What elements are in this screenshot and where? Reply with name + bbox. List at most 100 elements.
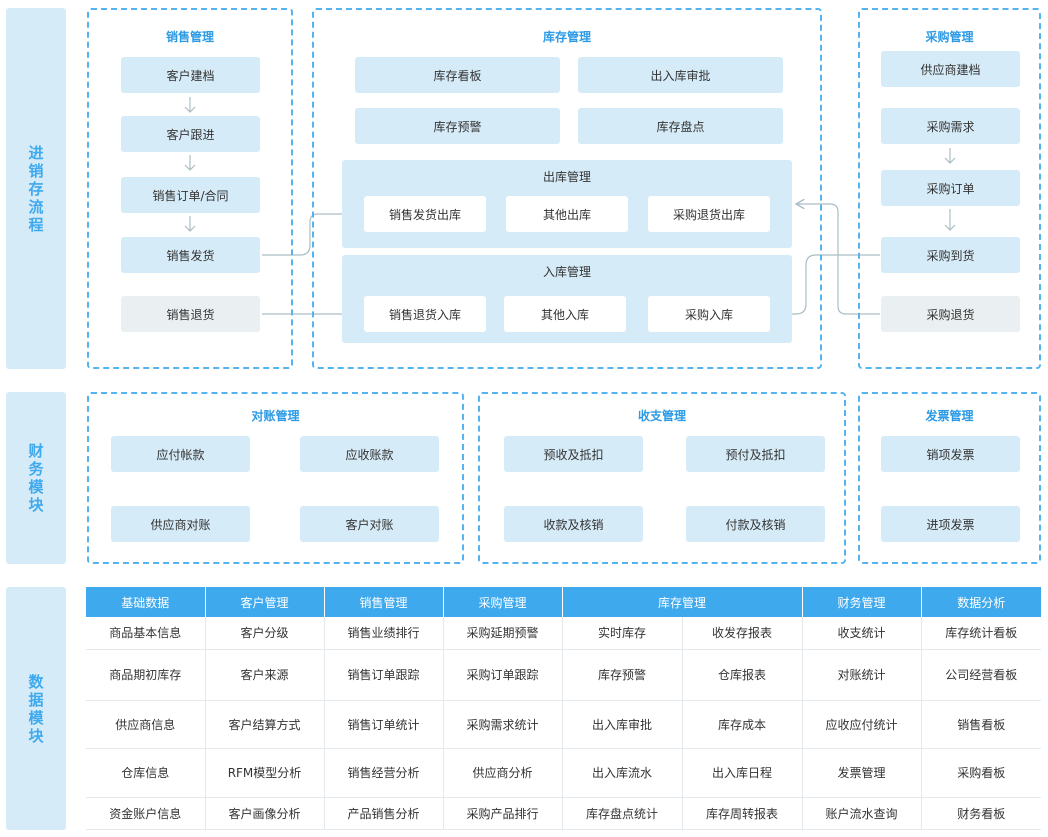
reconcile-receivable[interactable]: 应收账款 bbox=[300, 436, 439, 472]
table-cell[interactable]: 应收应付统计 bbox=[802, 700, 922, 749]
outbound-sales-ship[interactable]: 销售发货出库 bbox=[364, 196, 486, 232]
header-inventory-mgmt: 库存管理 bbox=[562, 587, 803, 617]
header-purchase-mgmt: 采购管理 bbox=[443, 587, 563, 617]
payments-receipt-writeoff[interactable]: 收款及核销 bbox=[504, 506, 643, 542]
purchase-step-order[interactable]: 采购订单 bbox=[881, 170, 1020, 206]
table-cell[interactable]: 实时库存 bbox=[562, 617, 683, 650]
outbound-other[interactable]: 其他出库 bbox=[506, 196, 628, 232]
panel-title-inbound: 入库管理 bbox=[542, 265, 591, 279]
group-inventory: 库存管理 bbox=[312, 8, 822, 369]
table-cell[interactable]: 收发存报表 bbox=[682, 617, 803, 650]
table-cell[interactable]: 销售看板 bbox=[921, 700, 1042, 749]
table-cell[interactable]: 销售经营分析 bbox=[324, 748, 444, 798]
arrow-down-icon bbox=[184, 155, 196, 171]
reconcile-supplier[interactable]: 供应商对账 bbox=[111, 506, 250, 542]
inventory-stocktake[interactable]: 库存盘点 bbox=[578, 108, 783, 144]
table-cell[interactable]: 出入库流水 bbox=[562, 748, 683, 798]
outbound-purchase-return[interactable]: 采购退货出库 bbox=[648, 196, 770, 232]
table-cell[interactable]: 客户来源 bbox=[205, 649, 325, 701]
sales-step-customer-profile[interactable]: 客户建档 bbox=[121, 57, 260, 93]
inbound-sales-return[interactable]: 销售退货入库 bbox=[364, 296, 486, 332]
invoice-output[interactable]: 销项发票 bbox=[881, 436, 1020, 472]
group-invoice: 发票管理 bbox=[858, 392, 1041, 564]
table-cell[interactable]: 商品期初库存 bbox=[86, 649, 206, 701]
group-title-reconcile: 对账管理 bbox=[251, 409, 300, 423]
group-title-sales: 销售管理 bbox=[165, 30, 214, 44]
panel-title-outbound: 出库管理 bbox=[542, 170, 591, 184]
table-cell[interactable]: 发票管理 bbox=[802, 748, 922, 798]
table-cell[interactable]: 销售订单统计 bbox=[324, 700, 444, 749]
reconcile-customer[interactable]: 客户对账 bbox=[300, 506, 439, 542]
table-cell[interactable]: 采购产品排行 bbox=[443, 797, 563, 830]
table-row: 供应商信息客户结算方式销售订单统计采购需求统计出入库审批库存成本应收应付统计销售… bbox=[86, 700, 1042, 749]
group-title-purchase: 采购管理 bbox=[925, 30, 974, 44]
table-cell[interactable]: 财务看板 bbox=[921, 797, 1042, 830]
table-cell[interactable]: 资金账户信息 bbox=[86, 797, 206, 830]
group-title-payments: 收支管理 bbox=[637, 409, 686, 423]
group-reconcile: 对账管理 bbox=[87, 392, 464, 564]
table-cell[interactable]: 库存预警 bbox=[562, 649, 683, 701]
group-payments: 收支管理 bbox=[478, 392, 846, 564]
table-cell[interactable]: 出入库日程 bbox=[682, 748, 803, 798]
table-cell[interactable]: 仓库信息 bbox=[86, 748, 206, 798]
table-row: 资金账户信息客户画像分析产品销售分析采购产品排行库存盘点统计库存周转报表账户流水… bbox=[86, 797, 1042, 830]
connector-purchase-return bbox=[796, 204, 880, 315]
table-cell[interactable]: 库存盘点统计 bbox=[562, 797, 683, 830]
table-cell[interactable]: 出入库审批 bbox=[562, 700, 683, 749]
purchase-step-demand[interactable]: 采购需求 bbox=[881, 108, 1020, 144]
inventory-dashboard[interactable]: 库存看板 bbox=[355, 57, 560, 93]
table-cell[interactable]: 供应商信息 bbox=[86, 700, 206, 749]
inventory-warning[interactable]: 库存预警 bbox=[355, 108, 560, 144]
table-cell[interactable]: 采购延期预警 bbox=[443, 617, 563, 650]
purchase-step-arrival[interactable]: 采购到货 bbox=[881, 237, 1020, 273]
table-cell[interactable]: 对账统计 bbox=[802, 649, 922, 701]
data-module-table: 基础数据 客户管理 销售管理 采购管理 库存管理 财务管理 数据分析 商品基本信… bbox=[86, 587, 1042, 830]
invoice-input[interactable]: 进项发票 bbox=[881, 506, 1020, 542]
inbound-other[interactable]: 其他入库 bbox=[504, 296, 626, 332]
header-customer-mgmt: 客户管理 bbox=[205, 587, 325, 617]
table-cell[interactable]: 采购订单跟踪 bbox=[443, 649, 563, 701]
table-cell[interactable]: 产品销售分析 bbox=[324, 797, 444, 830]
table-cell[interactable]: 收支统计 bbox=[802, 617, 922, 650]
table-cell[interactable]: 库存统计看板 bbox=[921, 617, 1042, 650]
sales-step-order-contract[interactable]: 销售订单/合同 bbox=[121, 177, 260, 213]
table-cell[interactable]: RFM模型分析 bbox=[205, 748, 325, 798]
table-cell[interactable]: 库存成本 bbox=[682, 700, 803, 749]
sales-step-return[interactable]: 销售退货 bbox=[121, 296, 260, 332]
table-cell[interactable]: 仓库报表 bbox=[682, 649, 803, 701]
arrow-down-icon bbox=[184, 216, 196, 232]
table-header-row: 基础数据 客户管理 销售管理 采购管理 库存管理 财务管理 数据分析 bbox=[86, 587, 1042, 617]
reconcile-payable[interactable]: 应付帐款 bbox=[111, 436, 250, 472]
header-sales-mgmt: 销售管理 bbox=[324, 587, 444, 617]
table-cell[interactable]: 客户画像分析 bbox=[205, 797, 325, 830]
group-title-invoice: 发票管理 bbox=[925, 409, 974, 423]
payments-advance-payment[interactable]: 预付及抵扣 bbox=[686, 436, 825, 472]
table-row: 商品基本信息客户分级销售业绩排行采购延期预警实时库存收发存报表收支统计库存统计看… bbox=[86, 617, 1042, 650]
inbound-purchase[interactable]: 采购入库 bbox=[648, 296, 770, 332]
table-cell[interactable]: 账户流水查询 bbox=[802, 797, 922, 830]
table-cell[interactable]: 库存周转报表 bbox=[682, 797, 803, 830]
table-cell[interactable]: 客户结算方式 bbox=[205, 700, 325, 749]
table-cell[interactable]: 销售业绩排行 bbox=[324, 617, 444, 650]
payments-payment-writeoff[interactable]: 付款及核销 bbox=[686, 506, 825, 542]
purchase-step-supplier-profile[interactable]: 供应商建档 bbox=[881, 51, 1020, 87]
table-cell[interactable]: 商品基本信息 bbox=[86, 617, 206, 650]
table-cell[interactable]: 销售订单跟踪 bbox=[324, 649, 444, 701]
header-data-analysis: 数据分析 bbox=[921, 587, 1042, 617]
connector-sales-ship bbox=[262, 214, 360, 256]
inventory-io-approval[interactable]: 出入库审批 bbox=[578, 57, 783, 93]
sales-step-customer-followup[interactable]: 客户跟进 bbox=[121, 116, 260, 152]
table-cell[interactable]: 客户分级 bbox=[205, 617, 325, 650]
connector-purchase-arrive bbox=[774, 254, 880, 314]
group-purchase: 采购管理 bbox=[858, 8, 1041, 369]
table-cell[interactable]: 采购需求统计 bbox=[443, 700, 563, 749]
purchase-step-return[interactable]: 采购退货 bbox=[881, 296, 1020, 332]
payments-advance-receipt[interactable]: 预收及抵扣 bbox=[504, 436, 643, 472]
arrow-down-icon bbox=[944, 148, 956, 164]
table-cell[interactable]: 公司经营看板 bbox=[921, 649, 1042, 701]
table-cell[interactable]: 供应商分析 bbox=[443, 748, 563, 798]
sales-step-shipping[interactable]: 销售发货 bbox=[121, 237, 260, 273]
section-label-data: 数据模块 bbox=[6, 587, 66, 830]
table-cell[interactable]: 采购看板 bbox=[921, 748, 1042, 798]
